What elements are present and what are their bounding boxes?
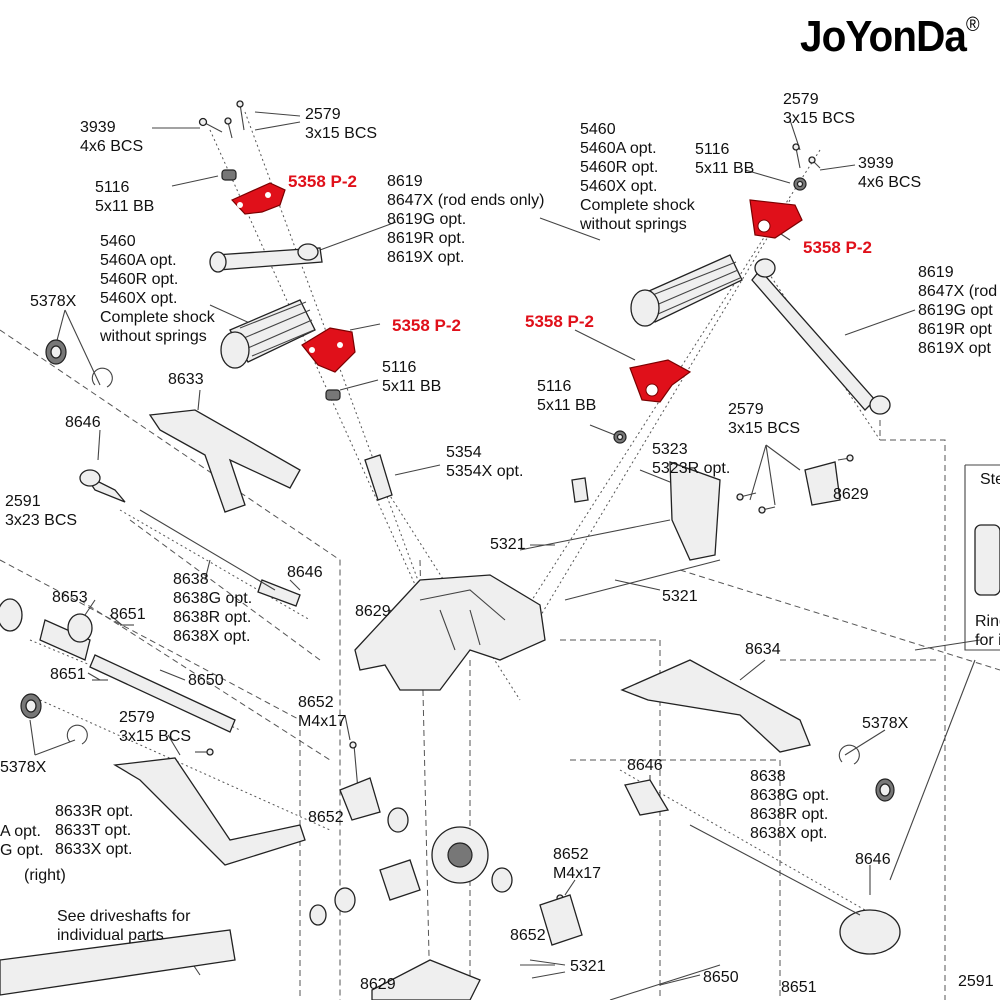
dashed-guide-lines bbox=[0, 111, 1000, 1000]
label-8651: 8651 bbox=[50, 666, 86, 683]
label-5321: 5321 bbox=[570, 958, 606, 975]
label-5378x: 5378X bbox=[862, 715, 909, 732]
label-8651: 8651 bbox=[781, 979, 817, 996]
label-8629: 8629 bbox=[355, 603, 391, 620]
label-5378x: 5378X bbox=[30, 293, 77, 310]
label-5460-shock: 5460 5460A opt. 5460R opt. 5460X opt. Co… bbox=[100, 233, 215, 345]
label-right-side: (right) bbox=[24, 867, 66, 884]
label-2579-screw: 2579 3x15 BCS bbox=[783, 91, 856, 127]
label-partial-ste: Ste bbox=[980, 471, 1000, 488]
label-5460-shock: 5460 5460A opt. 5460R opt. 5460X opt. Co… bbox=[580, 121, 695, 233]
suspension-arms bbox=[113, 409, 841, 866]
label-8652: 8652 bbox=[510, 927, 546, 944]
label-8646: 8646 bbox=[627, 757, 663, 774]
label-8638: 8638 8638G opt. 8638R opt. 8638X opt. bbox=[173, 571, 253, 645]
label-8652: 8652 bbox=[308, 809, 344, 826]
brand-name: JoYonDa bbox=[800, 12, 967, 61]
leader-lines bbox=[29, 111, 981, 986]
chassis-gearbox bbox=[354, 574, 546, 1000]
label-5358-p2: 5358 P-2 bbox=[288, 172, 357, 191]
label-2591-screw: 2591 3x23 BCS bbox=[5, 493, 78, 529]
label-5323: 5323 5323R opt. bbox=[652, 441, 731, 477]
label-5354: 5354 5354X opt. bbox=[446, 444, 524, 480]
label-5116-bearing: 5116 5x11 BB bbox=[382, 359, 442, 395]
label-8634: 8634 bbox=[745, 641, 781, 658]
label-8650: 8650 bbox=[703, 969, 739, 986]
label-2579-screw: 2579 3x15 BCS bbox=[728, 401, 801, 437]
label-5116-bearing: 5116 5x11 BB bbox=[537, 378, 597, 414]
registered-mark: ® bbox=[966, 14, 980, 36]
label-2579-screw: 2579 3x15 BCS bbox=[119, 709, 192, 745]
rods-and-shafts bbox=[0, 509, 861, 1000]
label-5358-p2: 5358 P-2 bbox=[803, 238, 872, 257]
label-driveshafts-note: See driveshafts for individual parts bbox=[57, 908, 191, 944]
label-2591: 2591 bbox=[958, 973, 994, 990]
label-8646: 8646 bbox=[855, 851, 891, 868]
label-8629: 8629 bbox=[360, 976, 396, 993]
label-5378x: 5378X bbox=[0, 759, 47, 776]
label-5321: 5321 bbox=[490, 536, 526, 553]
label-8650: 8650 bbox=[188, 672, 224, 689]
shock-absorbers bbox=[209, 243, 891, 415]
label-8652-screw: 8652 M4x17 bbox=[553, 846, 602, 882]
brand-logo: JoYonDa® bbox=[800, 12, 980, 62]
label-3939-screw: 3939 4x6 BCS bbox=[80, 119, 144, 155]
label-8629: 8629 bbox=[833, 486, 869, 503]
label-8619-rod: 8619 8647X (rod 8619G opt 8619R opt 8619… bbox=[918, 264, 998, 357]
label-partial-ring: Ring for i bbox=[975, 613, 1000, 649]
label-8653: 8653 bbox=[52, 589, 88, 606]
label-8646: 8646 bbox=[287, 564, 323, 581]
detail-callout bbox=[889, 464, 1000, 881]
label-5358-p2: 5358 P-2 bbox=[392, 316, 461, 335]
label-8646: 8646 bbox=[65, 414, 101, 431]
label-8619-rod: 8619 8647X (rod ends only) 8619G opt. 86… bbox=[387, 173, 545, 266]
label-8638: 8638 8638G opt. 8638R opt. 8638X opt. bbox=[750, 768, 830, 842]
label-3939-screw: 3939 4x6 BCS bbox=[858, 155, 922, 191]
label-5116-bearing: 5116 5x11 BB bbox=[695, 141, 755, 177]
label-8652-screw: 8652 M4x17 bbox=[298, 694, 347, 730]
label-5116-bearing: 5116 5x11 BB bbox=[95, 179, 155, 215]
label-5358-p2: 5358 P-2 bbox=[525, 312, 594, 331]
highlighted-5358-parts bbox=[230, 182, 803, 403]
label-8633r: 8633R opt. 8633T opt. 8633X opt. bbox=[55, 803, 134, 858]
label-8633: 8633 bbox=[168, 371, 204, 388]
label-2579-screw: 2579 3x15 BCS bbox=[305, 106, 378, 142]
label-option-fragment: A opt. G opt. bbox=[0, 823, 44, 859]
label-8651: 8651 bbox=[110, 606, 146, 623]
label-5321: 5321 bbox=[662, 588, 698, 605]
